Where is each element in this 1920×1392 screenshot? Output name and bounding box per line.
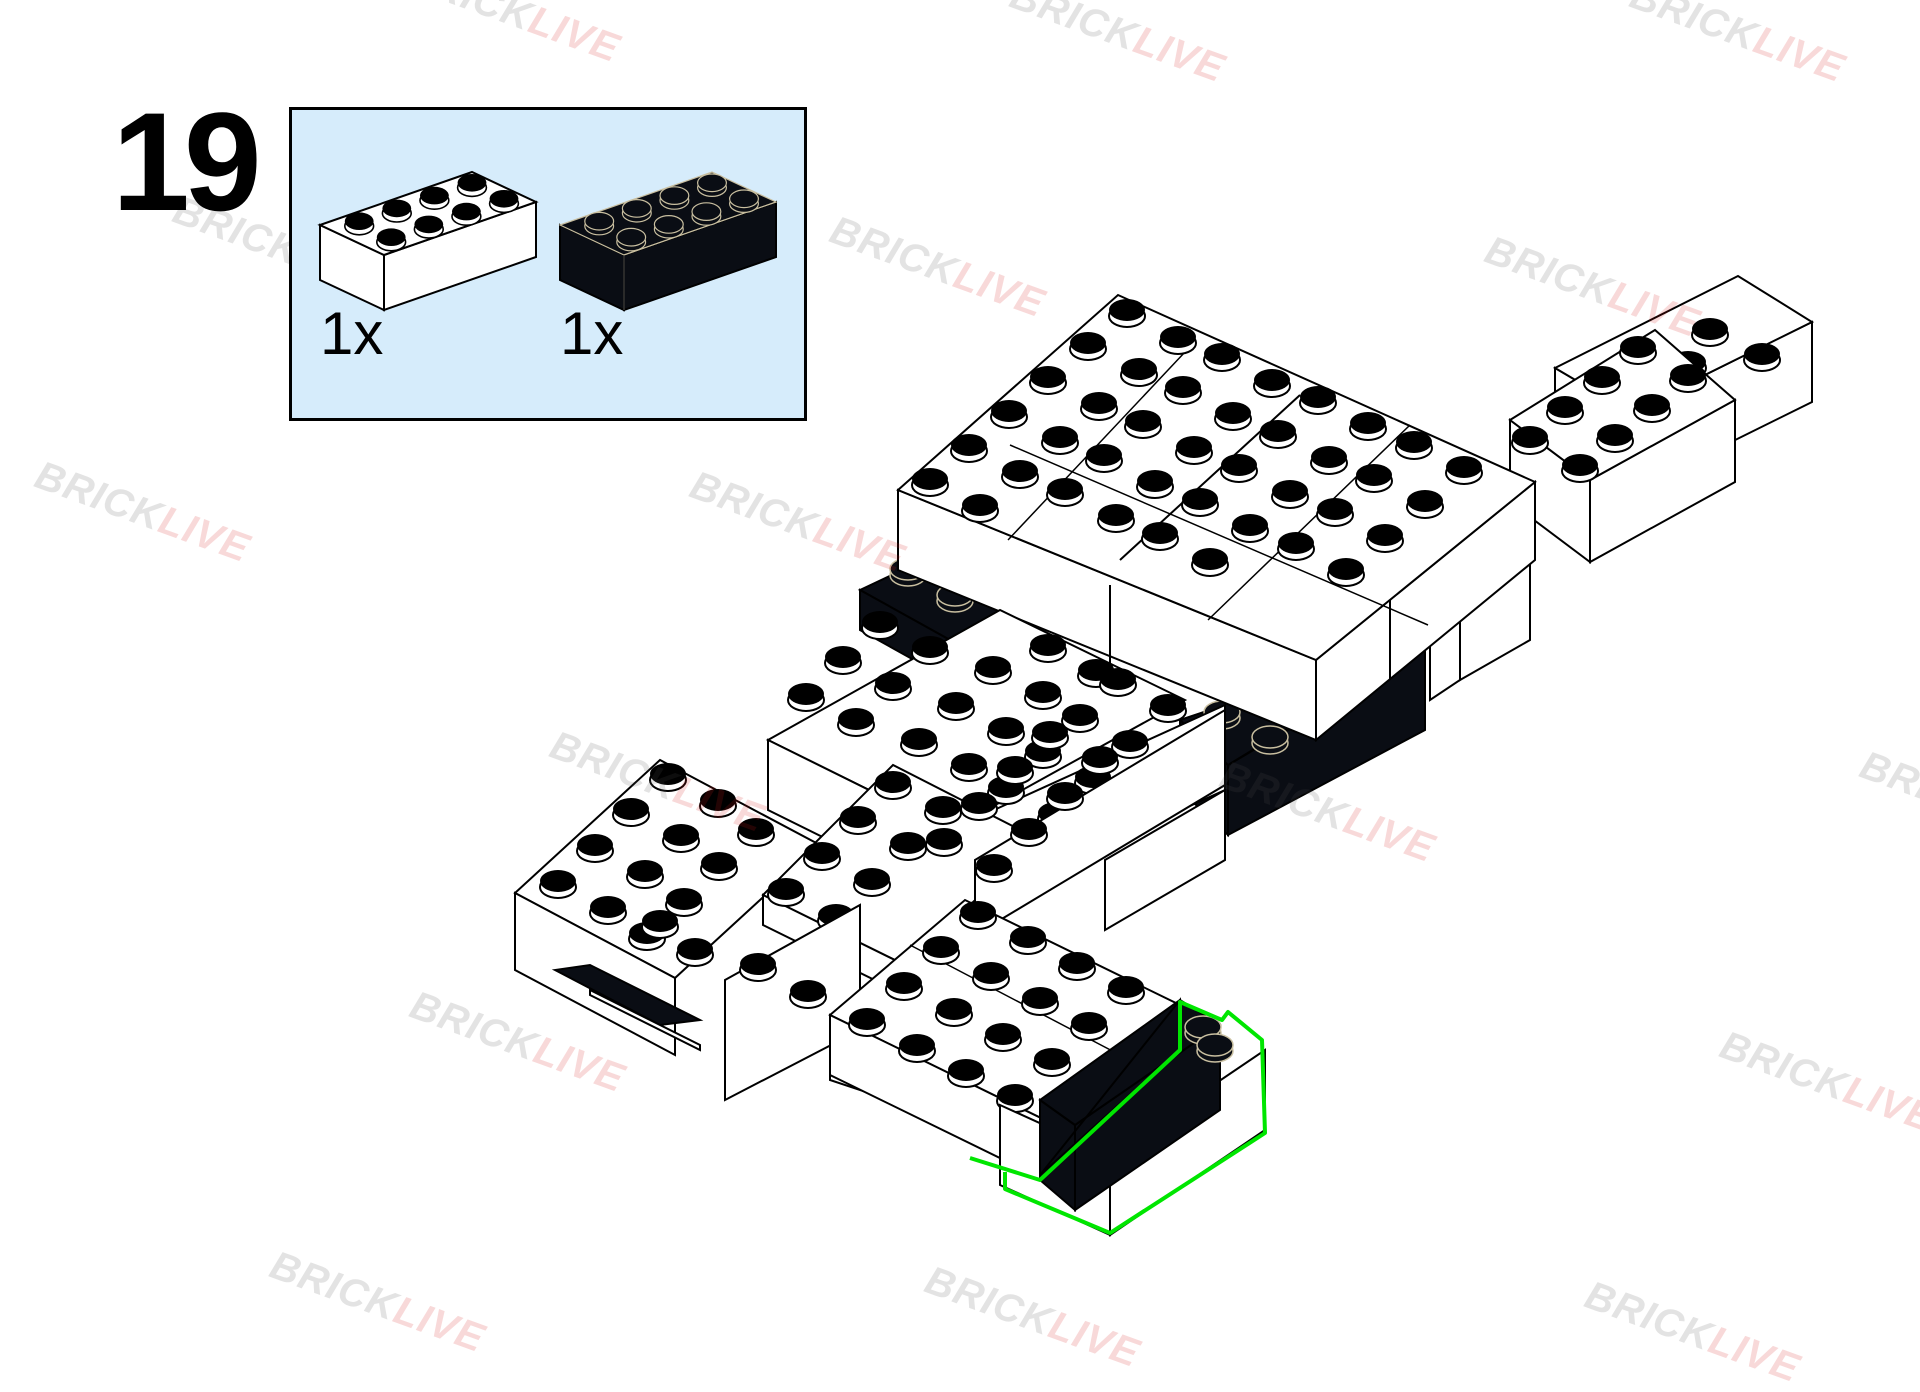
parts-illustration xyxy=(317,170,778,312)
brick-right-2x4 xyxy=(1508,328,1737,564)
part-quantity-black: 1x xyxy=(560,300,624,367)
build-canvas xyxy=(513,274,1815,1237)
step-number: 19 xyxy=(112,83,262,240)
part-white-2x4-brick xyxy=(317,170,539,312)
model-illustration xyxy=(513,274,1815,1237)
parts-callout: 1x 1x xyxy=(289,107,807,421)
left-front-bricks xyxy=(513,758,822,1057)
part-black-2x4-brick xyxy=(558,171,778,312)
new-parts-highlight xyxy=(969,1000,1267,1235)
part-quantity-white: 1x xyxy=(320,300,384,367)
